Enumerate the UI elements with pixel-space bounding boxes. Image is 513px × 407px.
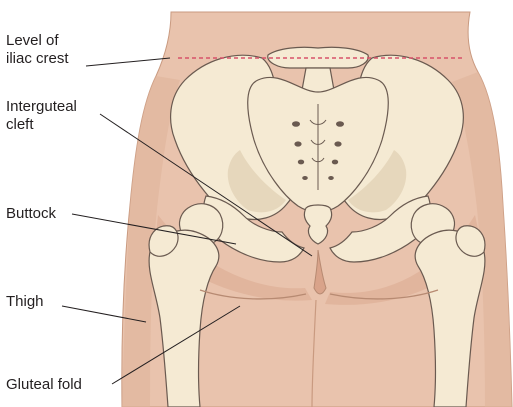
label-gluteal-fold: Gluteal fold: [6, 376, 82, 394]
label-thigh: Thigh: [6, 293, 44, 311]
label-iliac-crest: Level of iliac crest: [6, 32, 69, 68]
label-buttock: Buttock: [6, 205, 56, 223]
leader-iliac-crest: [86, 58, 170, 66]
label-intergluteal-cleft: Interguteal cleft: [6, 98, 77, 134]
